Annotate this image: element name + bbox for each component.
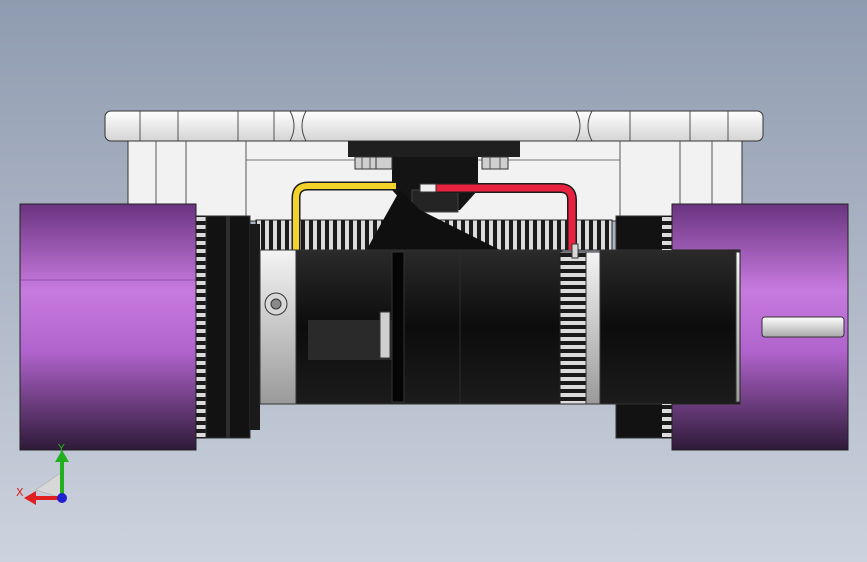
z-axis-dot xyxy=(57,493,67,503)
wheel-hub-left xyxy=(195,215,260,439)
drive-wheel-right[interactable] xyxy=(671,203,849,451)
output-shaft xyxy=(761,316,845,338)
x-axis-label: X xyxy=(16,486,24,499)
hex-nut-right xyxy=(481,156,509,170)
drive-wheel-left[interactable] xyxy=(19,203,197,451)
y-axis-label: Y xyxy=(57,442,65,455)
gear-coupling-right xyxy=(559,243,605,405)
power-wire-negative xyxy=(291,181,396,250)
hex-nut-left xyxy=(354,156,393,170)
gearbox-motor-right[interactable] xyxy=(599,249,763,405)
wheel-hub-right xyxy=(615,215,673,439)
top-mounting-plate[interactable] xyxy=(104,110,764,142)
drive-motor[interactable] xyxy=(295,249,563,405)
power-wire-positive xyxy=(419,183,577,250)
axis-triad: Y X xyxy=(16,442,69,505)
